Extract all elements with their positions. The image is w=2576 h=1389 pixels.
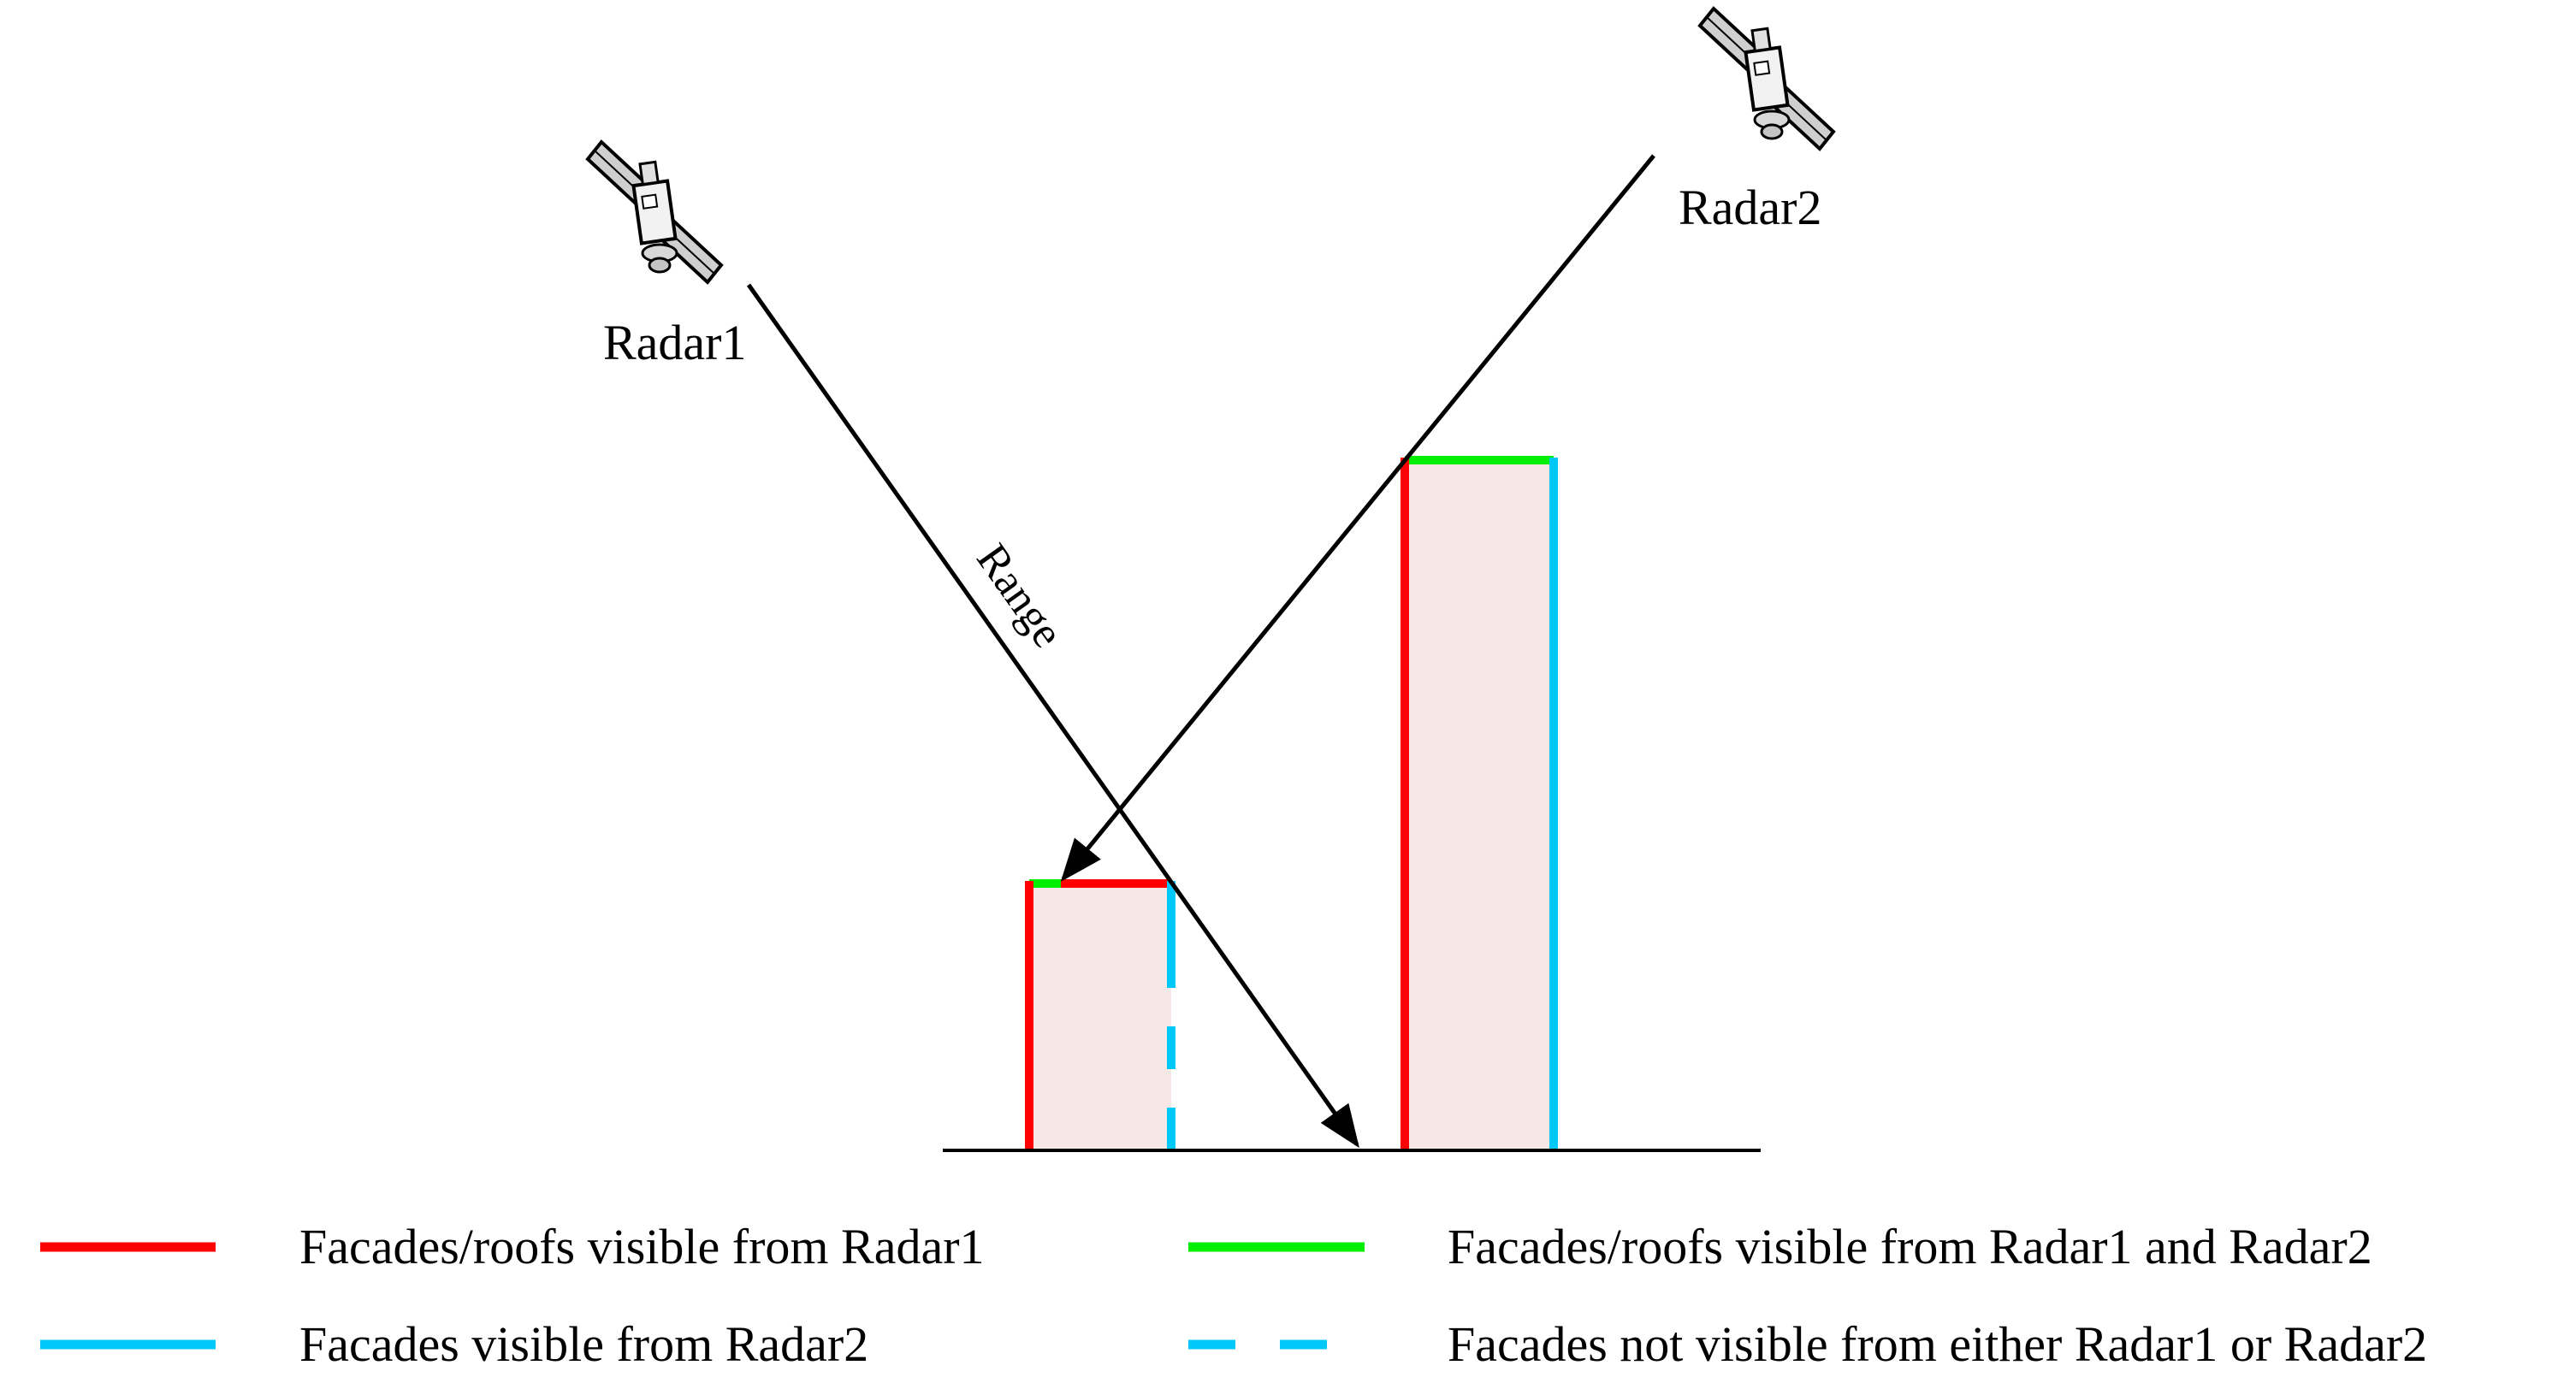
legend-label-not-visible: Facades not visible from either Radar1 o… (1448, 1316, 2427, 1372)
range-label: Range (967, 535, 1072, 656)
legend-label-both-visible: Facades/roofs visible from Radar1 and Ra… (1448, 1219, 2372, 1274)
small-building (1029, 884, 1171, 1150)
tall-building (1405, 460, 1554, 1150)
radar1-range-arrow (746, 283, 1359, 1149)
legend: Facades/roofs visible from Radar1 Facade… (40, 1219, 2427, 1372)
legend-label-radar2-visible: Facades visible from Radar2 (299, 1316, 868, 1372)
radar1-label: Radar1 (603, 315, 747, 370)
radar2-beam-arrow (1060, 154, 1655, 882)
legend-label-radar1-visible: Facades/roofs visible from Radar1 (299, 1219, 985, 1274)
radar1-satellite-icon (586, 140, 723, 284)
radar2-label: Radar2 (1679, 180, 1822, 235)
radar2-satellite-icon (1698, 7, 1835, 151)
